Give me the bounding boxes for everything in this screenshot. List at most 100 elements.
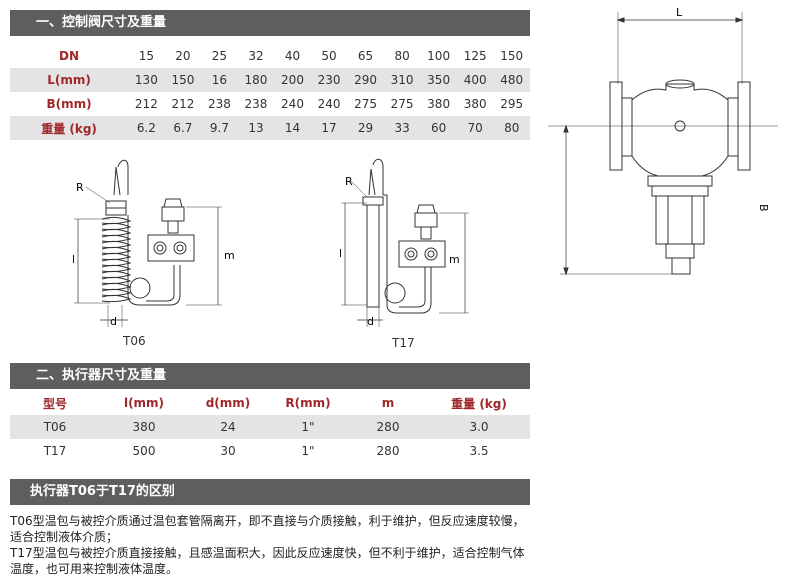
sensor-coil-turn: [101, 264, 132, 273]
valve-cell: 130: [128, 68, 165, 92]
valve-cell: 290: [347, 68, 384, 92]
section-header-actuator-dimensions: 二、执行器尺寸及重量: [10, 363, 530, 389]
t06-d-label: d: [110, 315, 117, 328]
valve-l-label: L: [676, 6, 683, 19]
sensor-coil-turn: [101, 252, 132, 261]
note-line: 温度，也可用来控制液体温度。: [10, 562, 179, 576]
valve-cell: 60: [420, 116, 457, 140]
actuator-cell: 500: [132, 444, 156, 458]
t06-m-label: m: [224, 249, 235, 262]
valve-cell: 380: [463, 97, 487, 111]
note-line: T06型温包与被控介质通过温包套管隔离开，即不直接与介质接触，利于维护，但反应速…: [10, 514, 525, 528]
actuator-cell: 24: [188, 415, 268, 439]
valve-cell: 310: [383, 68, 421, 92]
valve-cell: 9.7: [201, 116, 238, 140]
valve-cell: 14: [274, 116, 311, 140]
sensor-coil-turn: [101, 246, 132, 255]
valve-cell: 150: [164, 68, 202, 92]
actuator-column-header: m: [381, 396, 395, 410]
valve-cell: 33: [383, 116, 421, 140]
valve-cell: 17: [310, 116, 348, 140]
valve-row-label: DN: [59, 49, 80, 63]
t17-m-label: m: [449, 253, 460, 266]
note-line: 适合控制液体介质；: [10, 530, 119, 544]
section-header-valve-dimensions: 一、控制阀尺寸及重量: [10, 10, 530, 36]
valve-cell: 80: [394, 49, 410, 63]
note-line: T17型温包与被控介质直接接触，且感温面积大，因此反应速度快，但不利于维护，适合…: [10, 546, 525, 560]
actuator-column-header: 重量 (kg): [451, 396, 507, 411]
valve-cell: 212: [134, 97, 158, 111]
valve-cell: 50: [321, 49, 337, 63]
valve-cell: 240: [317, 97, 341, 111]
sensor-coil-turn: [101, 282, 132, 291]
valve-cell: 32: [248, 49, 264, 63]
valve-body-drawing: L B: [548, 6, 778, 276]
actuator-column-header: l(mm): [123, 396, 165, 410]
valve-cell: 240: [281, 97, 304, 111]
sensor-coil-turn: [101, 240, 132, 249]
actuator-cell: 1": [268, 415, 348, 439]
valve-cell: 125: [463, 49, 487, 63]
valve-cell: 20: [175, 49, 191, 63]
sensor-coil-turn: [101, 276, 132, 285]
actuator-cell: 280: [348, 415, 428, 439]
valve-row-label: L(mm): [10, 68, 129, 92]
sensor-coil-turn: [101, 258, 132, 267]
sensor-coil-turn: [101, 228, 132, 237]
valve-cell: 40: [284, 49, 301, 63]
valve-cell: 100: [427, 49, 451, 63]
valve-cell: 13: [237, 116, 275, 140]
actuator-cell: 3.0: [428, 415, 530, 439]
valve-cell: 380: [427, 97, 451, 111]
t17-d-label: d: [367, 315, 374, 328]
valve-cell: 480: [493, 68, 530, 92]
valve-cell: 200: [274, 68, 311, 92]
valve-cell: 6.7: [164, 116, 202, 140]
actuator-cell: T17: [43, 444, 67, 458]
valve-row-label: 重量 (kg): [10, 116, 129, 140]
valve-cell: 25: [211, 49, 228, 63]
actuator-cell: 3.5: [469, 444, 489, 458]
valve-cell: 65: [357, 49, 374, 63]
t17-r-label: R: [345, 175, 353, 188]
valve-table-row: B(mm) 212 212 238 238 240 240 275 275 380 380 295: [10, 92, 530, 116]
actuator-cell: 1": [301, 444, 315, 458]
actuator-cell: T06: [10, 415, 100, 439]
sensor-coil-turn: [101, 234, 132, 243]
valve-cell: 6.2: [128, 116, 165, 140]
valve-cell: 275: [354, 97, 378, 111]
difference-notes: T06型温包与被控介质通过温包套管隔离开，即不直接与介质接触，利于维护，但反应速…: [10, 513, 535, 577]
sensor-coil-turn: [101, 294, 132, 303]
valve-cell: 350: [420, 68, 457, 92]
sensor-coil-turn: [101, 222, 132, 231]
valve-cell: 275: [390, 97, 414, 111]
valve-cell: 238: [244, 97, 268, 111]
t06-caption: T06: [123, 334, 146, 348]
valve-cell: 295: [500, 97, 524, 111]
t06-r-label: R: [76, 181, 84, 194]
sensor-coil-turn: [101, 270, 132, 279]
valve-cell: 230: [310, 68, 348, 92]
actuator-column-header: 型号: [42, 396, 67, 411]
valve-cell: 400: [456, 68, 494, 92]
valve-cell: 212: [171, 97, 195, 111]
t06-l-label: l: [72, 253, 75, 266]
valve-cell: 70: [456, 116, 494, 140]
valve-cell: 16: [201, 68, 238, 92]
valve-cell: 180: [237, 68, 275, 92]
valve-cell: 238: [207, 97, 231, 111]
sensor-coil-turn: [101, 216, 132, 225]
valve-cell: 29: [347, 116, 384, 140]
actuator-column-header: R(mm): [285, 396, 331, 410]
valve-cell: 80: [493, 116, 530, 140]
valve-row-label: B(mm): [46, 97, 92, 111]
valve-cell: 15: [138, 49, 155, 63]
